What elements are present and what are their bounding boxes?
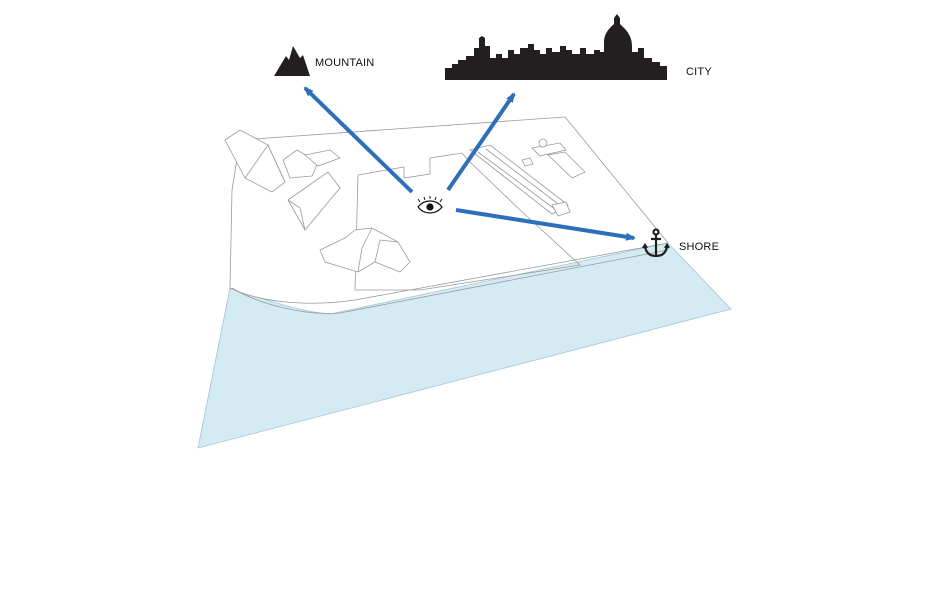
arrow-to-mountain	[303, 86, 414, 194]
site-model	[224, 116, 669, 314]
building-strip	[469, 144, 569, 215]
arrow-to-city	[446, 92, 516, 192]
mountain-icon	[274, 46, 310, 76]
eye-icon	[417, 196, 443, 214]
building-cluster	[319, 227, 411, 273]
building-right-a	[531, 142, 567, 157]
anchor-icon	[642, 228, 670, 258]
arrow-to-shore	[455, 208, 636, 241]
building-right-c	[521, 157, 534, 167]
building-right-d	[551, 201, 571, 217]
city-label: CITY	[686, 66, 712, 78]
city-skyline-icon	[445, 14, 667, 80]
site-edge	[231, 249, 669, 314]
building-mid-b	[287, 171, 341, 231]
mountain-label: MOUNTAIN	[315, 57, 375, 69]
plaza-outline	[354, 152, 581, 291]
site-marker	[538, 138, 548, 148]
shore-label: SHORE	[679, 241, 720, 253]
building-small	[304, 149, 341, 167]
building-right-b	[547, 151, 586, 179]
view-arrows	[303, 86, 636, 241]
